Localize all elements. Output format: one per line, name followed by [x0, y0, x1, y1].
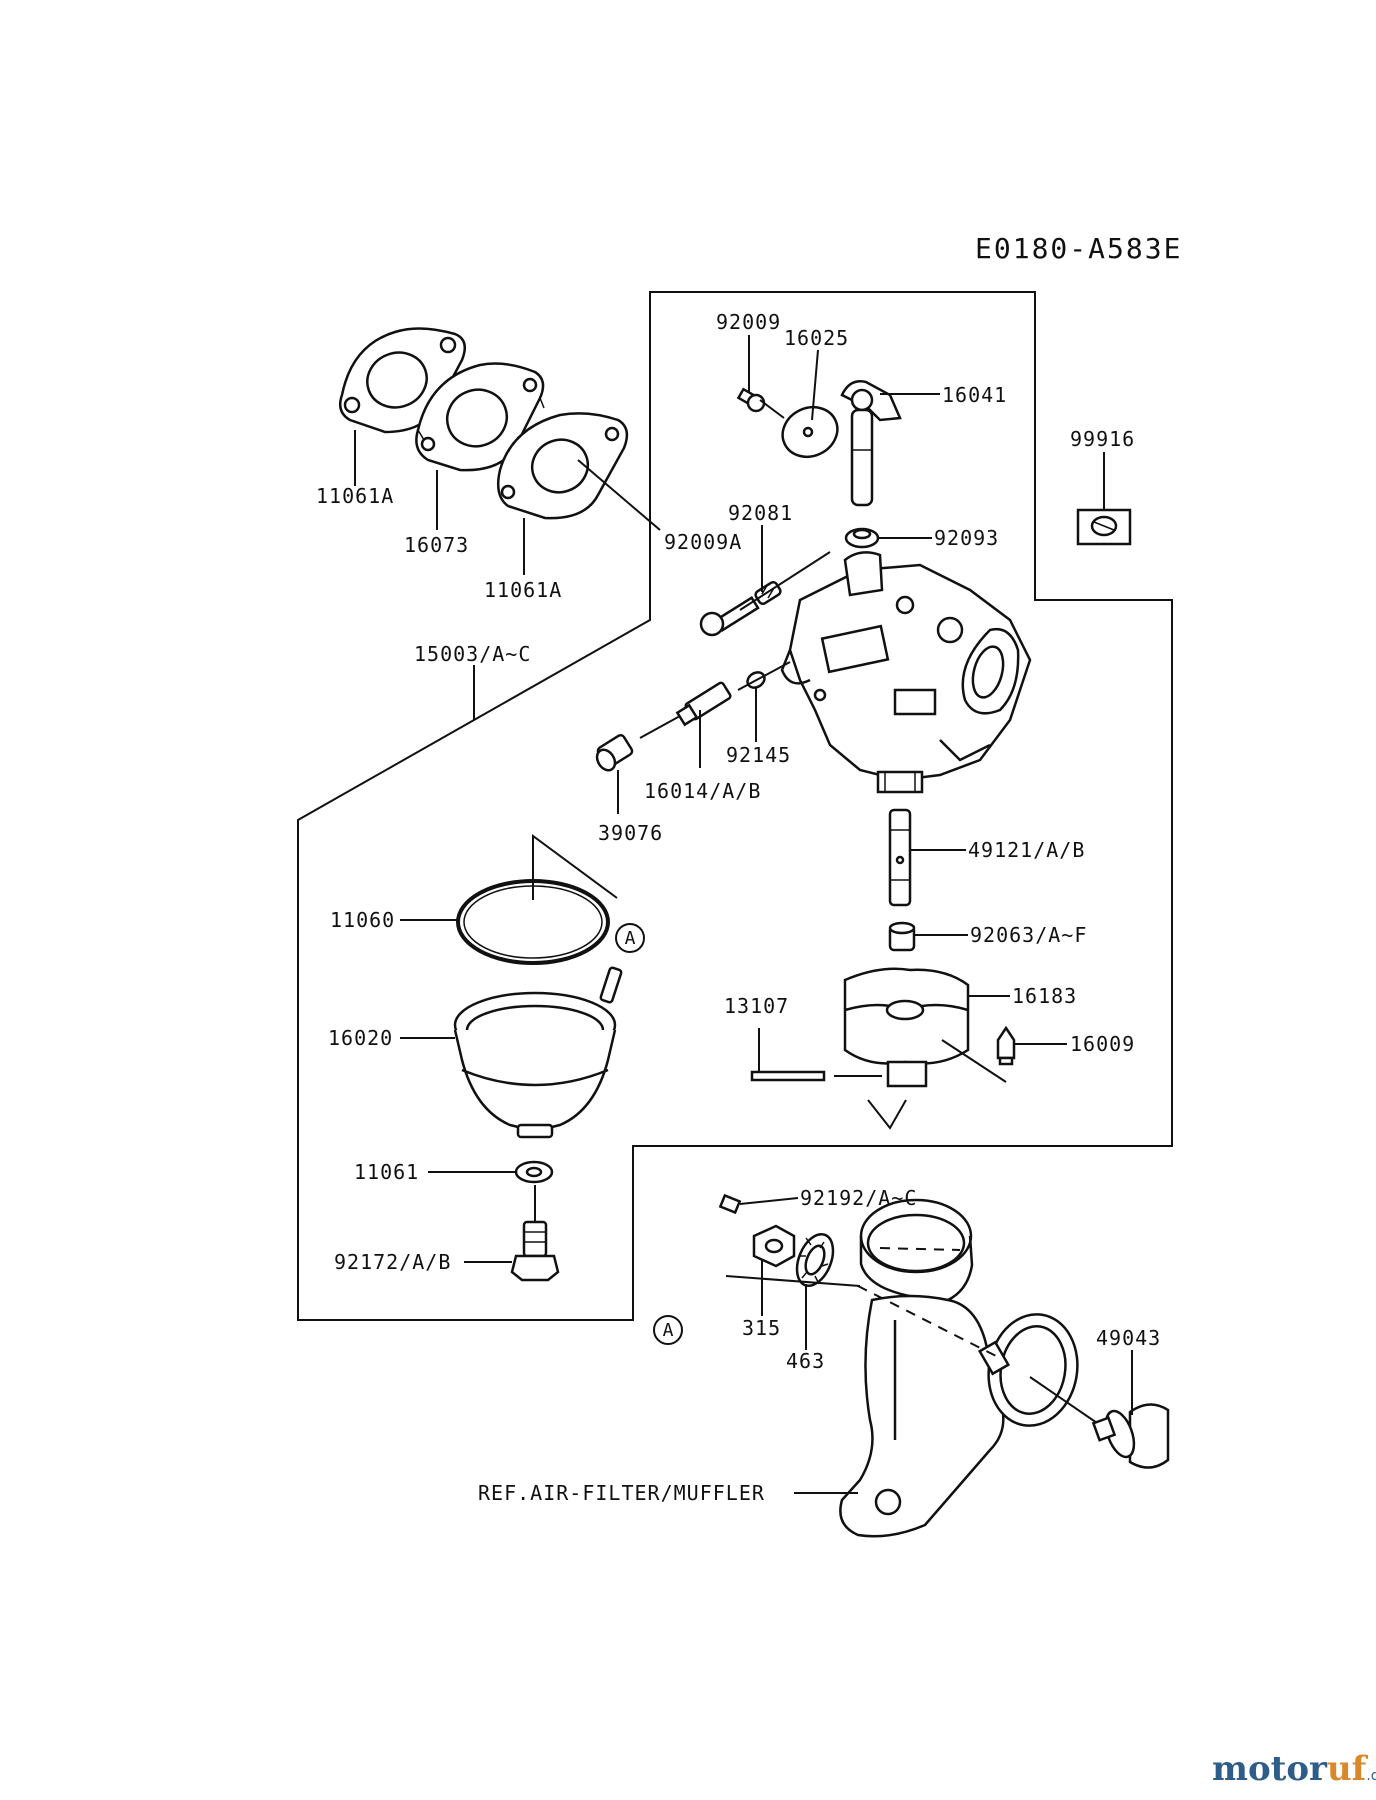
carburetor-body	[780, 551, 1032, 794]
label-49043: 49043	[1096, 1326, 1161, 1350]
label-16020: 16020	[328, 1026, 393, 1050]
intake-dashed-axis	[857, 1247, 1001, 1359]
label-16025: 16025	[784, 326, 849, 350]
label-92172: 92172/A/B	[334, 1250, 451, 1274]
washer-11061	[514, 1160, 554, 1184]
leader-lines	[354, 335, 1133, 1494]
assembly-boundary	[297, 291, 1173, 1321]
motoruf-logo: motoruf.de	[1212, 1749, 1376, 1789]
label-315: 315	[742, 1316, 781, 1340]
choke-shaft-16041	[840, 380, 902, 507]
gasket-11061a-inner	[497, 412, 629, 520]
jet-axis-1	[639, 715, 681, 739]
label-13107: 13107	[724, 994, 789, 1018]
float-bowl-16020	[453, 966, 623, 1139]
label-99916: 99916	[1070, 427, 1135, 451]
needle-16009	[996, 1025, 1016, 1066]
needle-axis	[941, 1039, 1007, 1083]
o-ring-axis	[532, 834, 618, 900]
pilot-screw-92009a	[699, 596, 760, 637]
svg-text:A: A	[625, 928, 636, 949]
float-hinge	[886, 1060, 928, 1088]
label-16183: 16183	[1012, 984, 1077, 1008]
label-92063: 92063/A~F	[970, 923, 1087, 947]
float-16183	[843, 967, 970, 1065]
choke-plate-16025	[781, 405, 839, 459]
diagram-code: E0180-A583E	[975, 232, 1182, 265]
svg-text:A: A	[663, 1320, 674, 1341]
callout-a-top: A	[615, 923, 645, 953]
main-jet-16014	[675, 681, 732, 727]
fuel-hose-92192	[660, 1177, 742, 1258]
label-49121: 49121/A/B	[968, 838, 1085, 862]
label-11061a-1: 11061A	[316, 484, 394, 508]
jet-holder-39076	[595, 733, 634, 772]
nut-315	[752, 1224, 796, 1268]
label-16014: 16014/A/B	[644, 779, 761, 803]
pilot-screw-axis	[739, 551, 831, 611]
sensor-axis	[1029, 1376, 1101, 1426]
label-92009a: 92009A	[664, 530, 742, 554]
float-v-mark	[867, 1099, 907, 1130]
float-pin-13107	[750, 1070, 826, 1082]
sensor-49043	[1091, 1403, 1170, 1469]
label-11061a-2: 11061A	[484, 578, 562, 602]
svg-text:motoruf.de: motoruf.de	[1212, 1749, 1376, 1789]
label-ref-air-filter: REF.AIR-FILTER/MUFFLER	[478, 1481, 765, 1505]
label-11060: 11060	[330, 908, 395, 932]
filter-99916	[1076, 508, 1132, 546]
callout-a-bottom: A	[653, 1315, 683, 1345]
label-16073: 16073	[404, 533, 469, 557]
label-92093: 92093	[934, 526, 999, 550]
jet-92063	[888, 921, 916, 952]
seal-92093	[844, 527, 880, 549]
label-15003: 15003/A~C	[414, 642, 531, 666]
label-16009: 16009	[1070, 1032, 1135, 1056]
label-92192: 92192/A~C	[800, 1186, 917, 1210]
spacer-16073	[415, 362, 545, 472]
emulsion-tube-49121	[888, 808, 912, 907]
label-39076: 39076	[598, 821, 663, 845]
label-16041: 16041	[942, 383, 1007, 407]
label-92081: 92081	[728, 501, 793, 525]
intake-elbow	[839, 1198, 1079, 1538]
jet-axis-2	[737, 661, 791, 691]
label-92009: 92009	[716, 310, 781, 334]
label-92145: 92145	[726, 743, 791, 767]
drain-screw-92172	[510, 1220, 560, 1282]
label-463: 463	[786, 1349, 825, 1373]
lock-washer-463	[795, 1233, 835, 1287]
label-11061: 11061	[354, 1160, 419, 1184]
nut-axis	[725, 1275, 861, 1287]
